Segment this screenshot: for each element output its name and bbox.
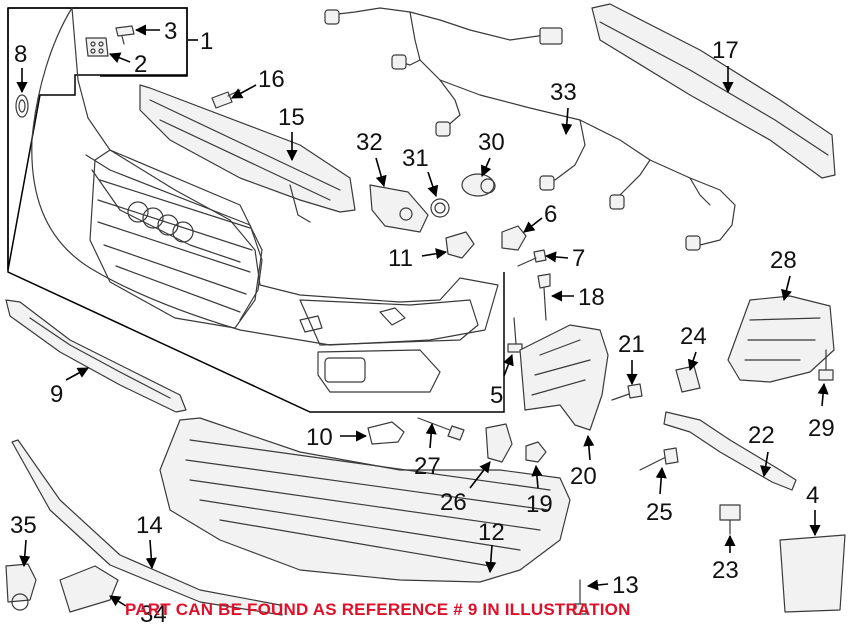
part-6-nut	[501, 225, 527, 251]
part-7-bolt	[517, 249, 547, 267]
part-4-bag	[779, 534, 846, 613]
callout-11: 11	[388, 245, 413, 272]
part-30-sensor	[461, 173, 496, 197]
part-8-grommet	[15, 94, 29, 118]
part-33-harness	[324, 7, 736, 251]
callout-8: 8	[14, 41, 27, 68]
part-2-bracket	[85, 37, 109, 57]
part-21-bolt	[611, 383, 643, 401]
callout-7: 7	[572, 245, 585, 272]
part-10-ring	[367, 421, 405, 445]
part-17-impact-bar	[591, 3, 836, 179]
callout-13: 13	[612, 572, 639, 599]
callout-2: 2	[134, 51, 147, 78]
part-29-bolt	[818, 349, 834, 381]
part-20-bracket	[519, 324, 609, 431]
part-23-bolt	[719, 504, 741, 535]
callout-23: 23	[712, 557, 739, 584]
callout-18: 18	[578, 284, 605, 311]
part-35-sensor	[5, 563, 37, 611]
callout-16: 16	[258, 66, 285, 93]
callout-29: 29	[808, 415, 835, 442]
callout-5: 5	[490, 382, 503, 409]
part-3-screw	[115, 25, 135, 45]
part-14-strip	[11, 439, 283, 616]
callout-26: 26	[440, 489, 467, 516]
part-34-connector	[59, 565, 119, 613]
callout-15: 15	[278, 104, 305, 131]
callout-24: 24	[680, 323, 707, 350]
part-16-clip	[211, 89, 241, 109]
part-11-bracket	[445, 231, 475, 259]
part-12-undershield	[159, 417, 571, 583]
part-25-rivet	[639, 447, 679, 471]
callout-12: 12	[478, 519, 505, 546]
callout-28: 28	[770, 247, 797, 274]
callout-30: 30	[478, 129, 505, 156]
reference-note: PART CAN BE FOUND AS REFERENCE # 9 IN IL…	[125, 600, 631, 619]
callout-3: 3	[164, 18, 177, 45]
part-24-clip	[675, 365, 701, 393]
callout-21: 21	[618, 331, 645, 358]
callout-4: 4	[806, 482, 819, 509]
callout-9: 9	[50, 381, 63, 408]
callout-17: 17	[712, 37, 739, 64]
part-13-bolt	[573, 579, 587, 615]
callout-25: 25	[646, 499, 673, 526]
leader-lines	[16, 24, 829, 607]
callout-20: 20	[570, 463, 597, 490]
callout-32: 32	[356, 129, 383, 156]
part-32-bracket	[369, 184, 429, 233]
part-28-bracket	[727, 295, 835, 383]
part-9-molding	[5, 299, 187, 413]
callout-labels: 1 2 3 4 5 6 7 8 9 10 11 12 13 14 15 16 1…	[10, 18, 835, 625]
callout-34: 34	[140, 601, 167, 625]
callout-33: 33	[550, 79, 577, 106]
callout-35: 35	[10, 512, 37, 539]
callout-1: 1	[200, 28, 213, 55]
callout-22: 22	[748, 422, 775, 449]
part-27-pin	[417, 417, 465, 441]
part-26-bracket	[485, 423, 513, 463]
part-18-bolt	[537, 273, 551, 321]
bumper-cover	[31, 7, 499, 393]
part-15-absorber	[139, 84, 356, 213]
part-31-ring	[430, 198, 450, 218]
callout-31: 31	[402, 145, 429, 172]
callout-27: 27	[414, 453, 441, 480]
callout-10: 10	[306, 424, 333, 451]
part-22-bracket	[663, 411, 797, 491]
part-5-bolt	[507, 317, 523, 353]
callout-14: 14	[136, 512, 163, 539]
callout-6: 6	[544, 201, 557, 228]
callout-19: 19	[526, 491, 553, 518]
part-19-nut	[525, 441, 547, 463]
